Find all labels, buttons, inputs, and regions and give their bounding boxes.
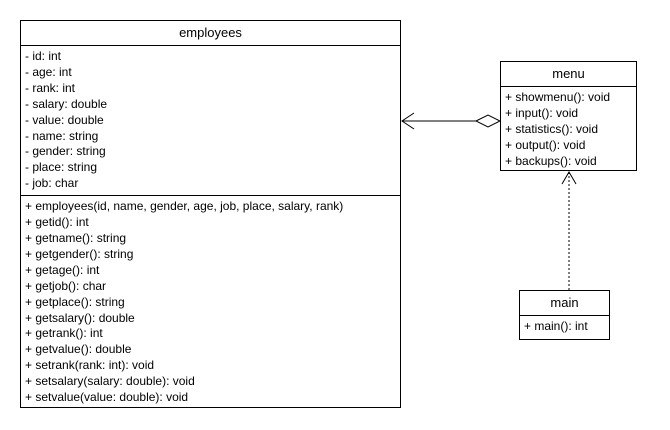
operation: + getid(): int [25,215,89,230]
open-arrow-head [561,171,577,185]
operation: + statistics(): void [505,121,599,136]
attribute: - rank: int [25,80,76,95]
operation: + main(): int [524,319,588,333]
operation: + getname(): string [25,230,127,245]
operation: + getjob(): char [25,278,107,293]
attribute: - salary: double [25,96,108,111]
class-name: main [520,291,609,316]
aggregation-edge [401,112,502,130]
operation: + backups(): void [505,153,597,168]
operation: + showmenu(): void [505,90,611,104]
dependency-edge [561,171,577,290]
operations-section: + main(): int [520,316,609,338]
attribute: - place: string [25,160,98,175]
attribute: - age: int [25,64,72,79]
attributes-section: - id: int - age: int - rank: int - salar… [21,46,400,195]
class-menu[interactable]: menu + showmenu(): void + input(): void … [500,61,637,171]
operations-section: + employees(id, name, gender, age, job, … [21,195,400,409]
class-main[interactable]: main + main(): int [519,290,610,340]
attribute: - id: int [25,49,62,63]
operation: + input(): void [505,105,579,120]
attribute: - value: double [25,112,104,127]
operation: + getgender(): string [25,246,134,261]
operation: + getsalary(): double [25,310,135,325]
class-name: employees [21,21,400,46]
operation: + setrank(rank: int): void [25,358,155,373]
attribute: - job: char [25,176,79,191]
class-name: menu [501,62,636,87]
operation: + output(): void [505,137,586,152]
operation: + getvalue(): double [25,342,132,357]
operation: + employees(id, name, gender, age, job, … [25,199,344,214]
operation: + setvalue(value: double): void [25,390,189,405]
operation: + getplace(): string [25,294,125,309]
attribute: - name: string [25,128,99,143]
attribute: - gender: string [25,144,106,159]
open-arrow-head [401,112,415,130]
operation: + getrank(): int [25,326,103,341]
operation: + getage(): int [25,262,100,277]
class-employees[interactable]: employees - id: int - age: int - rank: i… [20,20,401,408]
operations-section: + showmenu(): void + input(): void + sta… [501,87,636,173]
operation: + setsalary(salary: double): void [25,374,195,389]
aggregation-diamond [474,114,502,128]
